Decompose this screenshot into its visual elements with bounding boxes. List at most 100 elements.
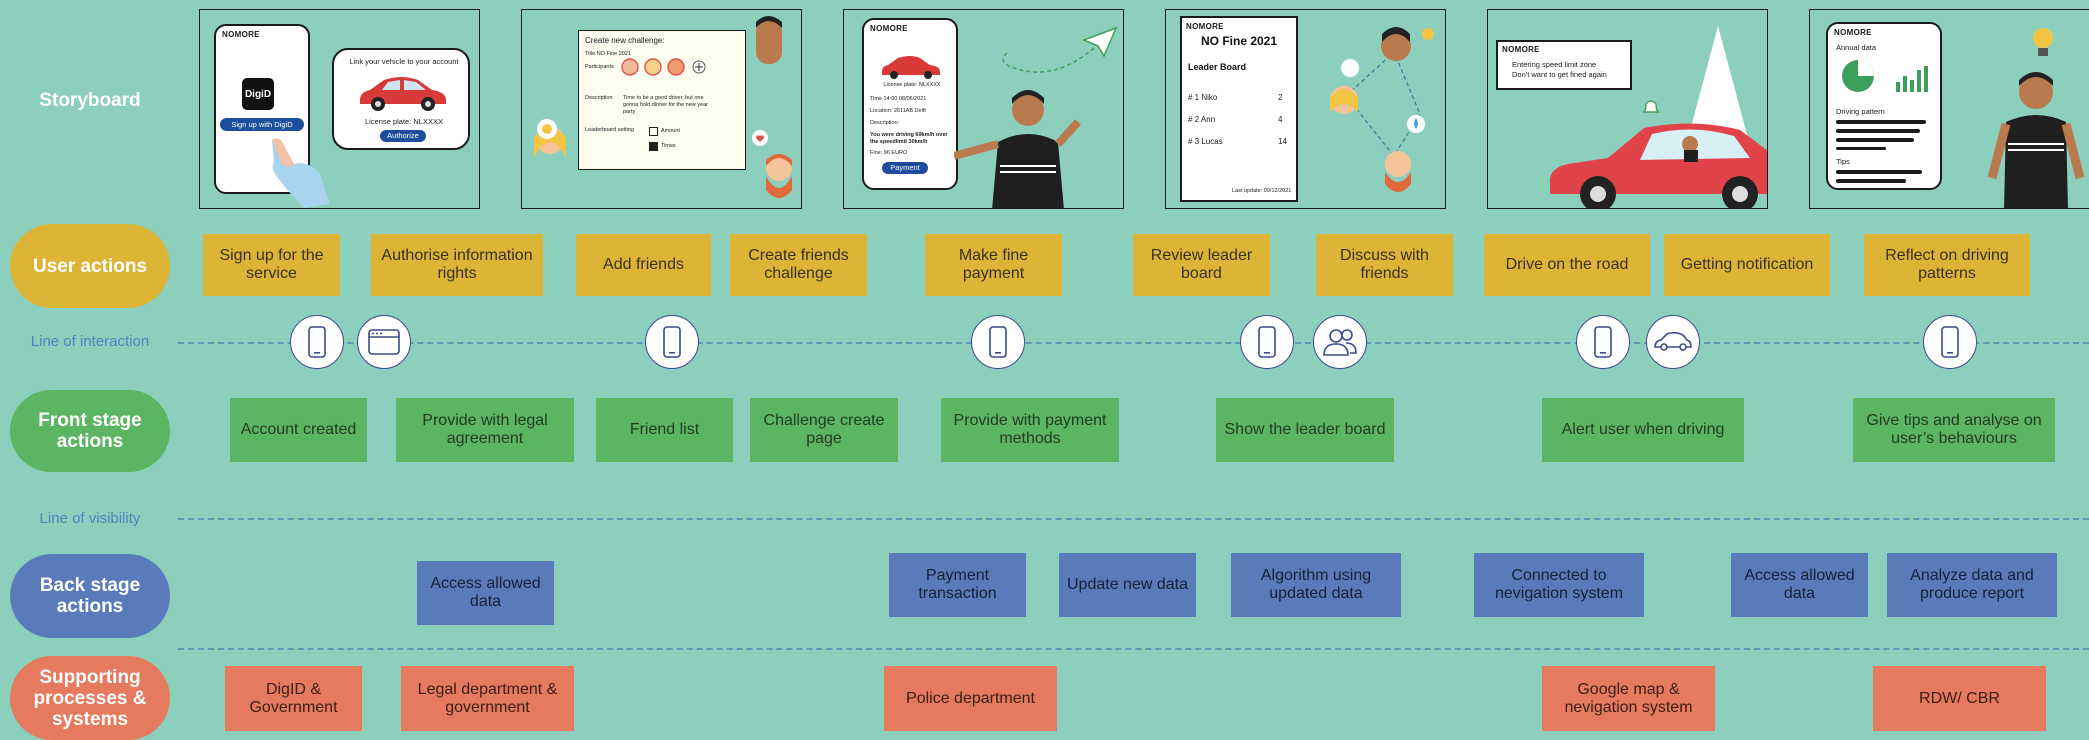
back-stage-update-data: Update new data	[1059, 553, 1196, 617]
lane-supporting-label: Supporting processes & systems	[33, 666, 147, 730]
authorize-label: Authorize	[387, 131, 419, 140]
challenge-form: Create new challenge: Title NO Fine 2021…	[578, 30, 746, 170]
back-stage-text: Algorithm using updated data	[1260, 567, 1372, 602]
alert-line-1: Entering speed limit zone	[1512, 60, 1597, 69]
user-action-text: Reflect on driving patterns	[1885, 247, 2009, 282]
user-action-notification: Getting notification	[1664, 234, 1830, 296]
phone-icon	[989, 326, 1007, 358]
signup-digid-button[interactable]: Sign up with DigiD	[220, 118, 304, 131]
red-car-icon	[360, 77, 446, 111]
link-vehicle-card: Link your vehicle to your account Licens…	[332, 48, 470, 150]
lane-back-stage: Back stage actions	[10, 554, 170, 638]
user-action-text: Create friends challenge	[748, 247, 849, 282]
leaderboard-heading: Leader Board	[1188, 62, 1247, 72]
challenge-name: Title NO Fine 2021	[585, 51, 631, 57]
red-car-icon	[882, 56, 940, 79]
back-stage-text: Update new data	[1067, 576, 1188, 593]
support-digid-government: DigID & Government	[225, 666, 362, 731]
support-text: Police department	[906, 689, 1035, 707]
storyboard-panel-reflect: NOMORE Annual data Driving pattern Tips	[1809, 9, 2089, 209]
last-update-text: Last update: 09/12/2021	[1232, 188, 1292, 194]
lane-storyboard-label: Storyboard	[39, 89, 141, 111]
fine-time: Time 14:00 08/06/2021	[870, 96, 927, 102]
amount-label: Amount	[661, 128, 680, 134]
user-action-text: Getting notification	[1680, 256, 1814, 273]
user-action-text: Review leader board	[1150, 247, 1253, 282]
touchpoint-people	[1313, 315, 1367, 369]
user-action-reflect: Reflect on driving patterns	[1864, 234, 2030, 296]
sun-bubble-icon	[537, 119, 557, 139]
license-plate-text: License plate: NLXXXX	[365, 117, 443, 126]
support-text: RDW/ CBR	[1919, 689, 2000, 707]
storyboard-panel-payment: NOMORE License plate: NLXXXX Time 14:00 …	[843, 9, 1124, 209]
phone-mockup: NOMORE DigiD Sign up with DigiD	[214, 24, 310, 194]
leader-score: 2	[1278, 93, 1283, 102]
payment-phone: NOMORE License plate: NLXXXX Time 14:00 …	[862, 18, 958, 190]
amount-checkbox[interactable]	[649, 127, 658, 136]
fine-description: You were driving 69km/h over the speedli…	[870, 132, 948, 145]
user-action-text: Make fine payment	[958, 247, 1029, 282]
lane-storyboard: Storyboard	[10, 78, 170, 122]
back-stage-navigation-connection: Connected to nevigation system	[1474, 553, 1644, 617]
touchpoint-phone	[1576, 315, 1630, 369]
user-action-add-friends: Add friends	[576, 234, 711, 296]
storyboard-panel-challenge: Create new challenge: Title NO Fine 2021…	[521, 9, 802, 209]
lane-back-stage-label: Back stage actions	[39, 575, 141, 617]
person-illustration	[1987, 72, 2085, 208]
front-stage-text: Provide with legal agreement	[422, 412, 548, 447]
tips-lines	[1836, 170, 1922, 183]
challenge-title: NO Fine 2021	[1200, 34, 1278, 48]
friends-network-illustration	[1330, 27, 1434, 192]
phone-icon	[663, 326, 681, 358]
red-car-illustration	[1549, 123, 1767, 208]
back-stage-text: Connected to nevigation system	[1494, 567, 1624, 602]
leader-score: 4	[1278, 115, 1283, 124]
support-rdw-cbr: RDW/ CBR	[1873, 666, 2046, 731]
front-stage-challenge-page: Challenge create page	[750, 398, 898, 462]
front-stage-text: Provide with payment methods	[953, 412, 1107, 447]
front-stage-text: Show the leader board	[1224, 421, 1386, 438]
front-stage-payment-methods: Provide with payment methods	[941, 398, 1119, 462]
touchpoint-phone	[1923, 315, 1977, 369]
touchpoint-phone	[645, 315, 699, 369]
line-of-visibility	[178, 518, 2089, 520]
lane-front-stage-label: Front stage actions	[38, 410, 142, 452]
back-stage-algorithm: Algorithm using updated data	[1231, 553, 1401, 617]
payment-button[interactable]: Payment	[882, 162, 928, 174]
times-checkbox[interactable]	[649, 142, 658, 151]
lane-user-actions: User actions	[10, 224, 170, 308]
user-action-authorise: Authorise information rights	[371, 234, 543, 296]
fine-amount: Fine: 96 EURO	[870, 150, 908, 156]
brand-logo: NOMORE	[1502, 45, 1540, 54]
user-action-text: Authorise information rights	[381, 247, 533, 282]
line-of-interaction-label: Line of interaction	[30, 333, 150, 350]
lane-front-stage: Front stage actions	[10, 390, 170, 472]
back-stage-payment-transaction: Payment transaction	[889, 553, 1026, 617]
storyboard-panel-leaderboard: NOMORE NO Fine 2021 Leader Board # 1 Nik…	[1165, 9, 1446, 209]
bar-chart-icon	[1896, 66, 1928, 92]
user-action-text: Add friends	[603, 256, 684, 273]
lightbulb-icon	[2033, 28, 2053, 56]
user-action-text: Sign up for the service	[219, 247, 324, 282]
challenge-title: Create new challenge:	[585, 36, 665, 45]
alert-card: NOMORE Entering speed limit zone Don't w…	[1496, 40, 1632, 90]
payment-label: Payment	[890, 163, 920, 172]
alert-line-2: Don't want to get fined again	[1512, 70, 1607, 79]
front-stage-leaderboard: Show the leader board	[1216, 398, 1394, 462]
car-icon	[1654, 331, 1692, 351]
description-label: Description	[585, 95, 613, 101]
annual-data-label: Annual data	[1836, 43, 1877, 52]
phone-icon	[308, 326, 326, 358]
front-stage-tips: Give tips and analyse on user’s behaviou…	[1853, 398, 2055, 462]
touchpoint-phone	[1240, 315, 1294, 369]
front-stage-text: Friend list	[629, 421, 700, 438]
user-action-text: Drive on the road	[1505, 256, 1629, 273]
report-phone: NOMORE Annual data Driving pattern Tips	[1826, 22, 1942, 190]
support-legal-department: Legal department & government	[401, 666, 574, 731]
browser-icon	[368, 329, 400, 355]
authorize-button[interactable]: Authorize	[380, 130, 426, 142]
touchpoint-phone	[971, 315, 1025, 369]
brand-logo: NOMORE	[1186, 22, 1224, 31]
phone-icon	[1258, 326, 1276, 358]
back-stage-access-data-2: Access allowed data	[1731, 553, 1868, 617]
